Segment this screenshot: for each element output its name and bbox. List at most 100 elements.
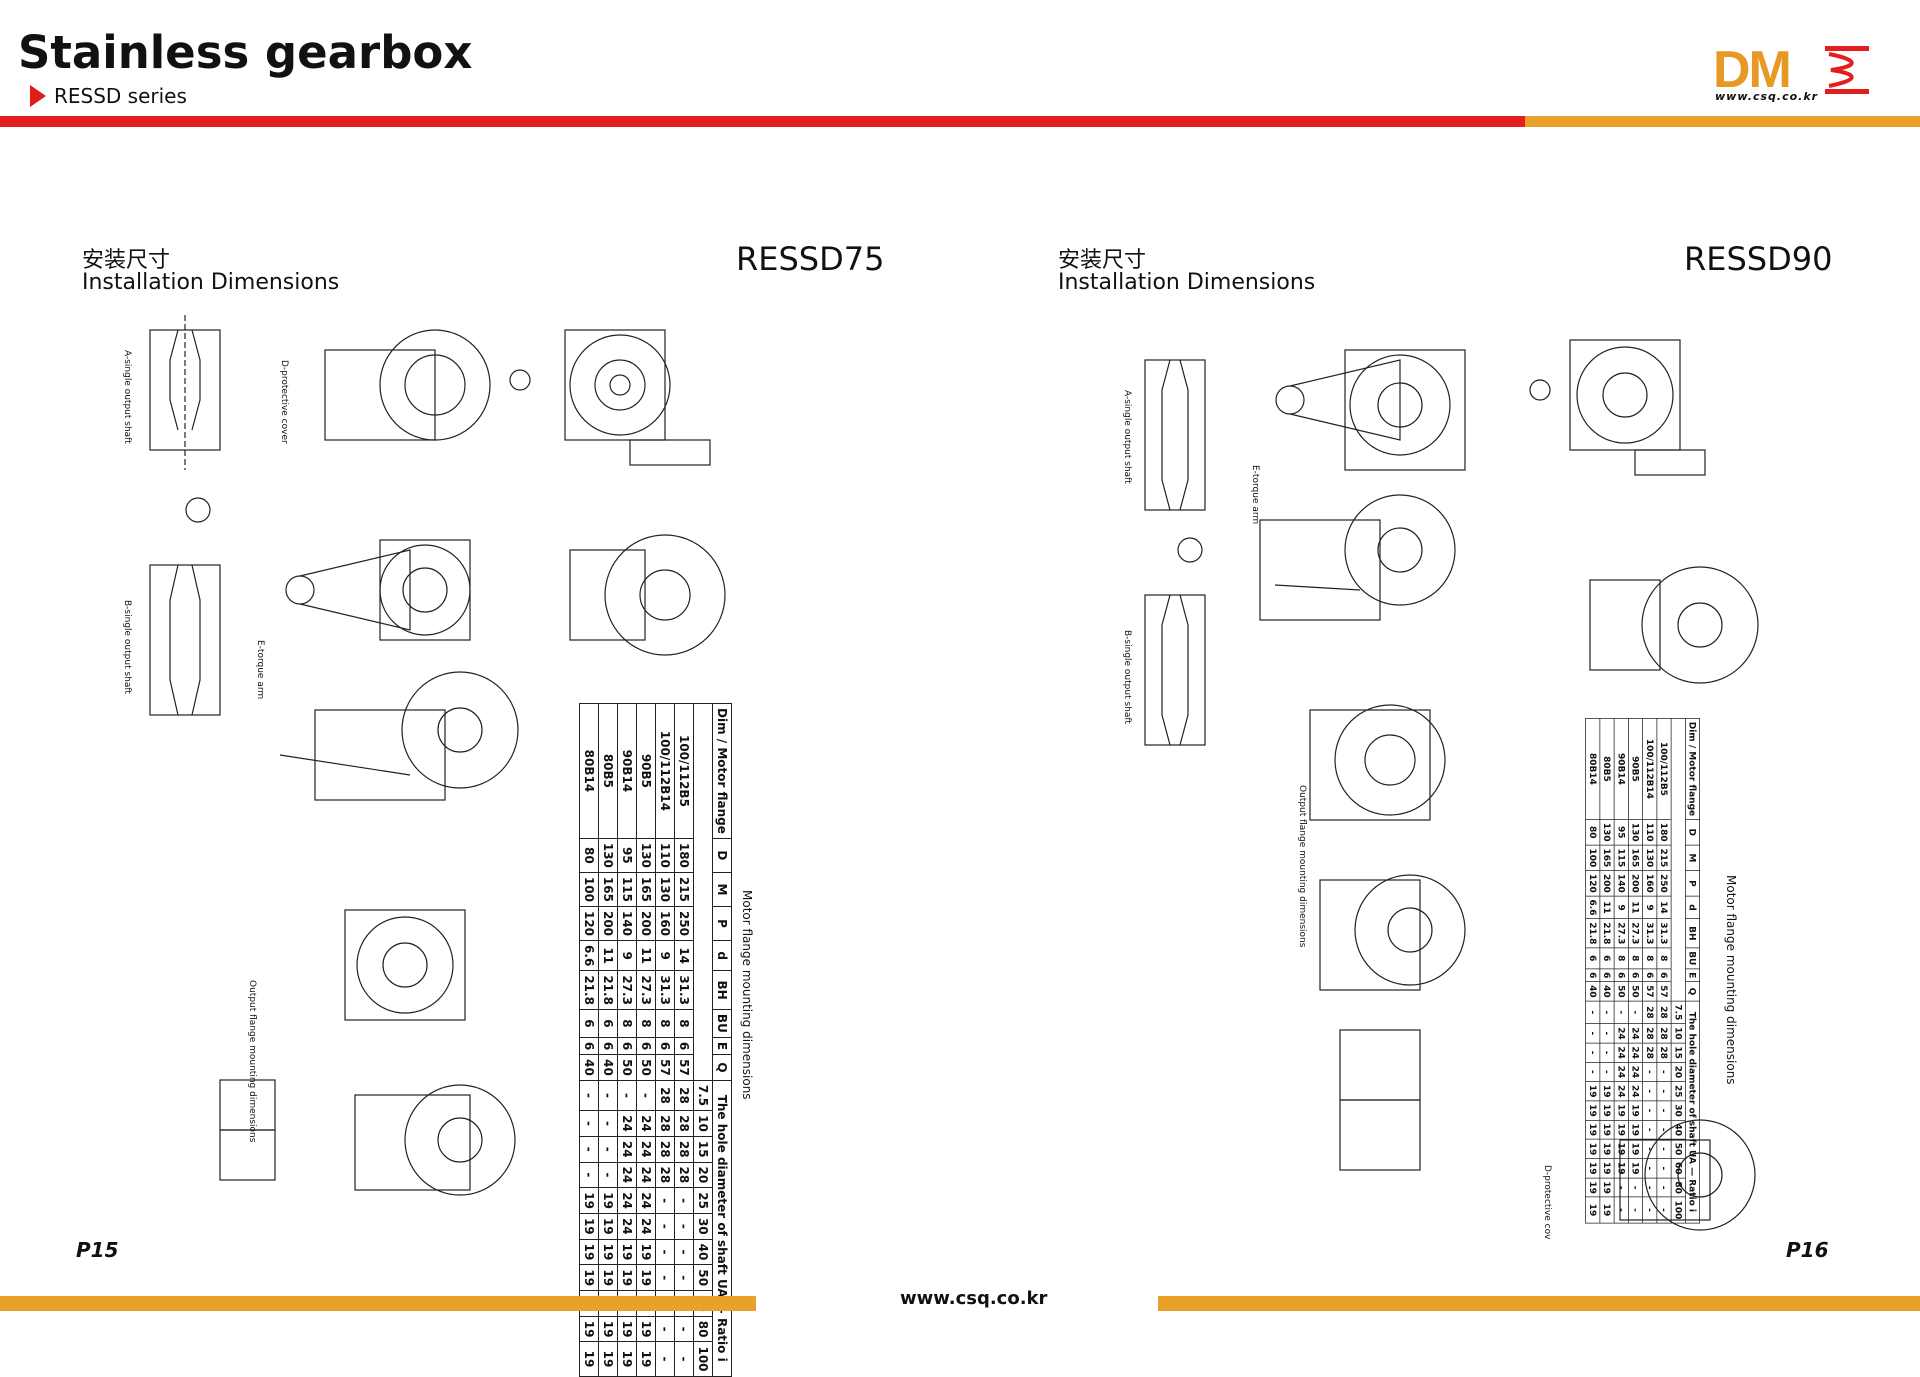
left-ratio: 80 bbox=[693, 1316, 713, 1342]
right-col-BU: BU bbox=[1685, 947, 1700, 969]
right-ratio: 60 bbox=[1671, 1158, 1686, 1178]
right-col-M: M bbox=[1685, 845, 1700, 871]
table-cell: 6 bbox=[598, 1009, 618, 1038]
table-cell: 80B14 bbox=[579, 703, 599, 839]
table-cell: 21.8 bbox=[598, 970, 618, 1010]
table-cell: 19 bbox=[579, 1264, 599, 1291]
table-cell: 28 bbox=[1656, 1043, 1672, 1063]
table-cell: 19 bbox=[636, 1341, 656, 1377]
table-cell: 28 bbox=[674, 1110, 694, 1137]
table-cell: 24 bbox=[617, 1187, 637, 1214]
table-cell: - bbox=[674, 1264, 694, 1291]
table-cell: 19 bbox=[1585, 1158, 1600, 1178]
table-cell: 160 bbox=[655, 906, 675, 941]
series-label: RESSD series bbox=[30, 84, 187, 108]
table-cell: 19 bbox=[598, 1239, 618, 1265]
table-cell: - bbox=[1656, 1100, 1672, 1121]
table-cell: 130 bbox=[636, 838, 656, 873]
right-col-Q: Q bbox=[1685, 981, 1700, 1002]
table-cell: 6 bbox=[1585, 947, 1600, 969]
right-hole-header: The hole diameter of shaft UA — Ratio i bbox=[1685, 1001, 1700, 1223]
table-cell: 40 bbox=[1599, 981, 1615, 1002]
table-cell: 19 bbox=[1599, 1100, 1615, 1121]
left-col-D: D bbox=[712, 838, 732, 873]
left-col-BH: BH bbox=[712, 970, 732, 1010]
right-col-d: d bbox=[1685, 896, 1700, 919]
table-cell: 8 bbox=[1642, 947, 1657, 969]
table-cell: 140 bbox=[1614, 870, 1629, 897]
table-cell: 90B14 bbox=[1614, 718, 1629, 820]
table-cell: 9 bbox=[655, 940, 675, 971]
table-cell: - bbox=[655, 1213, 675, 1240]
table-cell: 28 bbox=[655, 1080, 675, 1111]
table-cell: - bbox=[636, 1080, 656, 1111]
table-cell: 24 bbox=[636, 1187, 656, 1214]
table-cell: - bbox=[655, 1316, 675, 1342]
table-cell: 28 bbox=[655, 1110, 675, 1137]
table-cell: 19 bbox=[1614, 1100, 1629, 1121]
document-title: Stainless gearbox bbox=[18, 26, 473, 79]
table-cell: - bbox=[1656, 1139, 1672, 1159]
table-cell: - bbox=[1585, 1023, 1600, 1044]
table-cell: 19 bbox=[1628, 1158, 1643, 1178]
logo-url: www.csq.co.kr bbox=[1715, 90, 1819, 103]
right-table-dim-header: Dim / Motor flange bbox=[1685, 718, 1700, 820]
right-heading-cn: 安装尺寸 bbox=[1058, 248, 1147, 273]
table-cell: 100 bbox=[1585, 845, 1600, 871]
table-cell: 6 bbox=[1599, 968, 1615, 982]
table-cell: 19 bbox=[1585, 1177, 1600, 1198]
table-cell: 100/112B14 bbox=[1642, 718, 1657, 820]
footer-left-bar bbox=[0, 1296, 756, 1311]
table-cell: 19 bbox=[1599, 1197, 1615, 1223]
table-cell: - bbox=[617, 1080, 637, 1111]
table-cell: - bbox=[598, 1080, 618, 1111]
table-cell: 200 bbox=[598, 906, 618, 941]
table-cell: 250 bbox=[1656, 870, 1672, 897]
table-cell: - bbox=[1642, 1139, 1657, 1159]
left-ratio: 50 bbox=[693, 1264, 713, 1291]
table-cell: 24 bbox=[617, 1162, 637, 1188]
footer-url: www.csq.co.kr bbox=[900, 1288, 1048, 1309]
table-cell: - bbox=[1614, 1001, 1629, 1024]
table-cell: - bbox=[598, 1136, 618, 1163]
left-heading-en: Installation Dimensions bbox=[82, 270, 340, 295]
table-cell: 19 bbox=[617, 1341, 637, 1377]
left-ratio: 15 bbox=[693, 1136, 713, 1163]
right-a-shaft-label: A-single output shaft bbox=[1122, 390, 1132, 484]
left-hole-header: The hole diameter of shaft UA — Ratio i bbox=[712, 1080, 732, 1377]
table-cell: 80B14 bbox=[1585, 718, 1600, 820]
table-cell: 21.8 bbox=[1599, 918, 1615, 948]
table-cell: - bbox=[1656, 1177, 1672, 1198]
right-output-flange-label: Output flange mounting dimensions bbox=[1297, 785, 1307, 948]
table-cell: 19 bbox=[1585, 1081, 1600, 1101]
table-cell: 50 bbox=[617, 1054, 637, 1081]
table-cell: - bbox=[1628, 1197, 1643, 1223]
header-red-bar bbox=[0, 116, 1525, 127]
right-d-cover-label: D-protective cover bbox=[1542, 1165, 1552, 1240]
table-cell: 165 bbox=[1628, 845, 1643, 871]
table-cell: - bbox=[1656, 1158, 1672, 1178]
table-cell: 57 bbox=[655, 1054, 675, 1081]
table-cell: 8 bbox=[1614, 947, 1629, 969]
table-cell: 14 bbox=[674, 940, 694, 971]
right-model-name: RESSD90 bbox=[1684, 240, 1833, 278]
left-motor-flange-table: Dim / Motor flange D M P d BH BU E Q The… bbox=[579, 703, 732, 1377]
table-cell: 24 bbox=[1628, 1081, 1643, 1101]
table-cell: 27.3 bbox=[636, 970, 656, 1010]
table-cell: 6.6 bbox=[579, 940, 599, 971]
right-col-P: P bbox=[1685, 870, 1700, 897]
table-cell: 120 bbox=[579, 906, 599, 941]
table-cell: 130 bbox=[655, 872, 675, 907]
right-technical-drawings: A-single output shaft B-single output sh… bbox=[1122, 339, 1759, 1240]
table-cell: 8 bbox=[655, 1009, 675, 1038]
table-cell: 6 bbox=[674, 1037, 694, 1055]
table-cell: 130 bbox=[598, 838, 618, 873]
table-cell: - bbox=[674, 1341, 694, 1377]
table-cell: 115 bbox=[617, 872, 637, 907]
